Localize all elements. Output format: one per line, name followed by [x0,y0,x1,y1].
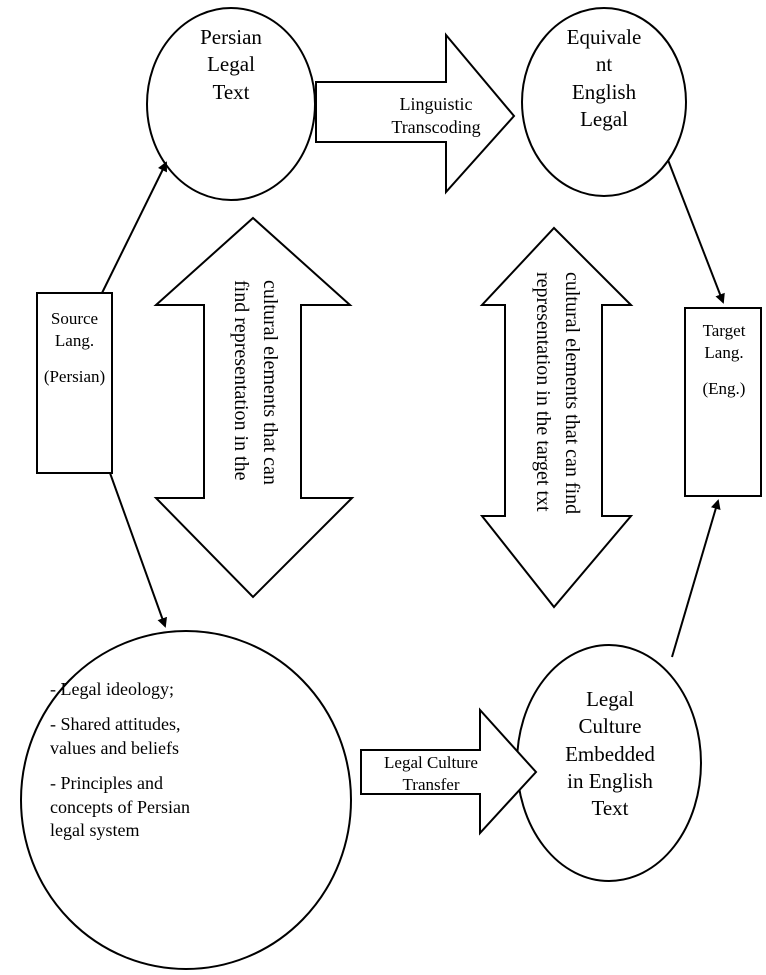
persian-legal-text-label: Persian Legal Text [200,25,262,104]
left-cultural-double-arrow [153,216,355,599]
source-to-persian-culture-connector [109,472,167,628]
english-culture-to-target-connector [671,499,721,658]
right-cultural-elements-label: cultural elements that can find represen… [532,272,583,515]
persian-legal-culture-circle [20,630,352,970]
source-to-persian-text-connector [101,161,167,294]
legal-culture-transfer-label: Legal Culture Transfer [384,753,478,795]
legal-culture-transfer-arrow [360,707,538,836]
right-cultural-double-arrow [479,226,634,609]
target-lang-label: Target Lang. (Eng.) [702,321,746,399]
target-lang-box [684,307,762,497]
source-lang-label: Source Lang. (Persian) [43,309,106,387]
left-cultural-elements-label: cultural elements that can find represen… [230,280,281,485]
source-lang-box [36,292,113,474]
legal-culture-embedded-label: Legal Culture Embedded in English Text [565,687,655,821]
linguistic-transcoding-label: Linguistic Transcoding [391,94,481,138]
english-legal-to-target-connector [667,159,725,304]
english-legal-label: Equivale nt English Legal [566,25,642,131]
english-legal-circle [521,7,687,197]
persian-legal-culture-label: - Legal ideology; - Shared attitudes, va… [50,679,190,840]
linguistic-transcoding-arrow [315,32,516,195]
